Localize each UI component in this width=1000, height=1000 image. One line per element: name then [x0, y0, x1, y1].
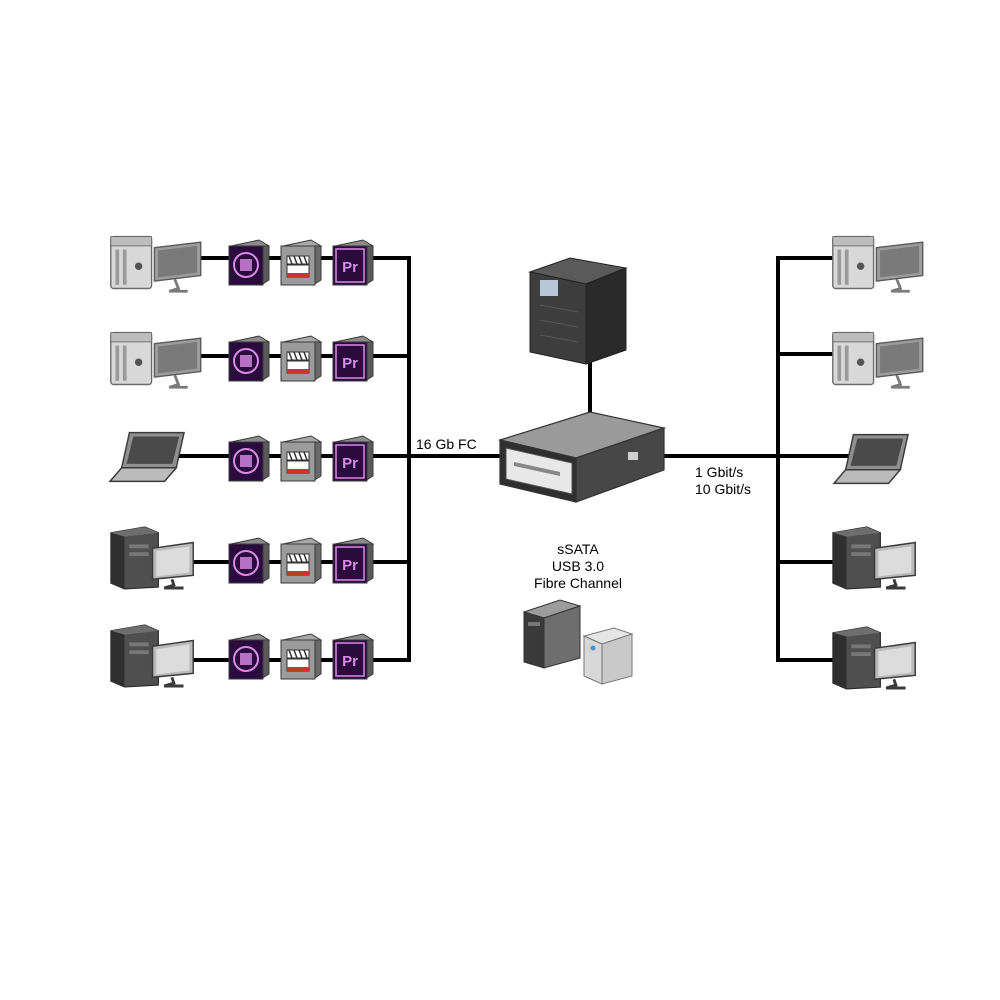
app-row-3: Pr — [228, 435, 374, 482]
pc-workstation-icon — [831, 525, 917, 591]
media-encoder-icon — [228, 239, 270, 286]
media-encoder-icon — [228, 537, 270, 584]
app-row-2: Pr — [228, 335, 374, 382]
mac-workstation-icon — [109, 331, 203, 389]
mac-workstation-icon — [831, 331, 925, 389]
app-row-4: Pr — [228, 537, 374, 584]
clapperboard-icon — [280, 435, 322, 482]
premiere-icon-text: Pr — [342, 259, 358, 276]
mac-workstation-icon — [109, 235, 203, 293]
ethernet-speed-label-1: 1 Gbit/s — [695, 464, 743, 480]
premiere-icon-text: Pr — [342, 653, 358, 670]
storage-interface-label-1: sSATA — [557, 541, 599, 557]
fc-speed-label: 16 Gb FC — [416, 436, 477, 452]
laptop-icon — [833, 433, 909, 485]
premiere-icon-text: Pr — [342, 557, 358, 574]
clapperboard-icon — [280, 537, 322, 584]
premiere-icon-text: Pr — [342, 455, 358, 472]
app-row-1: Pr — [228, 239, 374, 286]
tape-library-icon — [528, 257, 628, 365]
pc-workstation-icon — [109, 623, 195, 689]
clapperboard-icon — [280, 633, 322, 680]
storage-interface-label-2: USB 3.0 — [552, 558, 604, 574]
server-icon — [497, 411, 667, 503]
pc-workstation-icon — [109, 525, 195, 591]
pc-workstation-icon — [831, 625, 917, 691]
media-encoder-icon — [228, 435, 270, 482]
mac-workstation-icon — [831, 235, 925, 293]
media-encoder-icon — [228, 633, 270, 680]
ethernet-speed-label-2: 10 Gbit/s — [695, 481, 751, 497]
storage-interface-label-3: Fibre Channel — [534, 575, 622, 591]
media-encoder-icon — [228, 335, 270, 382]
laptop-icon — [109, 431, 185, 483]
clapperboard-icon — [280, 335, 322, 382]
clapperboard-icon — [280, 239, 322, 286]
storage-devices-icon — [522, 599, 634, 685]
premiere-icon-text: Pr — [342, 355, 358, 372]
app-row-5: Pr — [228, 633, 374, 680]
